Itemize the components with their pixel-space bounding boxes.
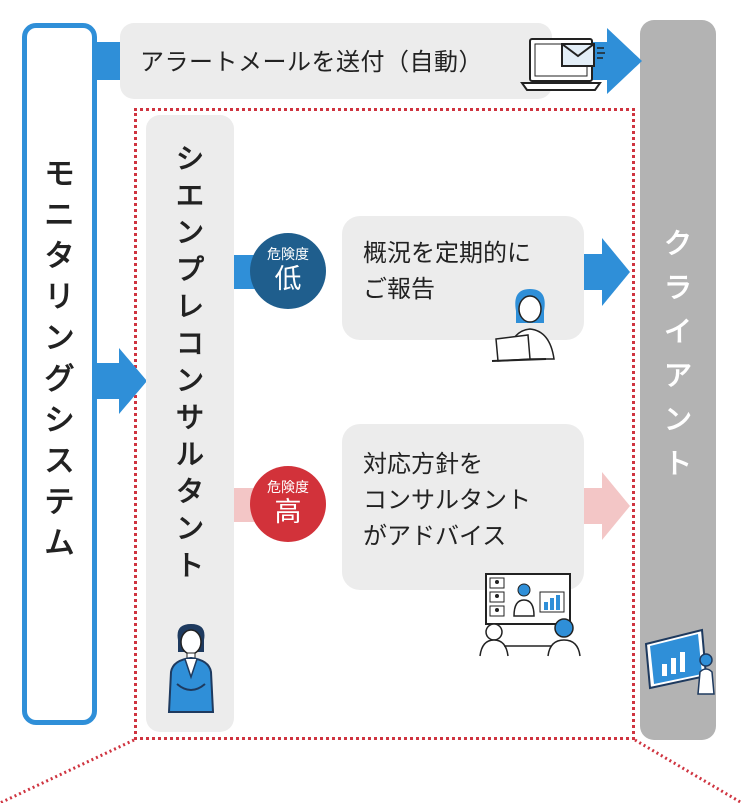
client-label-char: イ xyxy=(663,315,692,348)
consultant-label-char: ル xyxy=(175,438,204,471)
consultant-label-char: ン xyxy=(175,216,204,249)
presentation-icon xyxy=(644,628,715,695)
consultant-label-char: ン xyxy=(175,512,204,545)
monitor-to-consultant-arrow xyxy=(97,348,147,414)
high-risk-arrow-right xyxy=(584,472,630,540)
risk-high-prefix: 危険度 xyxy=(267,480,309,497)
high-risk-text: 対応方針を コンサルタント がアドバイス xyxy=(363,446,531,554)
low-risk-text: 概況を定期的に ご報告 xyxy=(363,235,531,307)
high-risk-line-2: コンサルタント xyxy=(363,486,531,514)
monitoring-system-label: モニタリングシステム xyxy=(22,160,97,559)
monitoring-system-box xyxy=(22,23,97,725)
client-column xyxy=(640,20,716,740)
alert-email-box xyxy=(120,23,552,99)
monitoring-system-label-char: テ xyxy=(44,485,75,520)
consultant-woman-icon xyxy=(167,624,215,713)
monitoring-system-label-char: ム xyxy=(44,526,75,561)
consultant-label-char: ン xyxy=(175,364,204,397)
consultant-label-char: エ xyxy=(175,179,204,212)
monitoring-system-label-char: モ xyxy=(44,157,75,192)
consultant-label-char: コ xyxy=(175,327,204,360)
consultant-label: シエンプレコンサルタント xyxy=(146,145,234,580)
monitoring-system-label-char: グ xyxy=(44,362,75,397)
low-risk-line-1: 概況を定期的に xyxy=(363,239,531,267)
risk-low-badge: 危険度 低 xyxy=(250,233,326,309)
client-label: クライアント xyxy=(640,230,716,478)
risk-low-level: 低 xyxy=(274,263,302,295)
risk-low-prefix: 危険度 xyxy=(267,247,309,264)
client-label-char: ク xyxy=(663,227,692,260)
consultant-label-char: シ xyxy=(175,142,204,175)
laptop-email-icon xyxy=(520,38,605,91)
alert-email-label: アラートメールを送付（自動） xyxy=(140,48,483,76)
client-label-char: ラ xyxy=(663,271,692,304)
monitoring-system-label-char: シ xyxy=(44,403,75,438)
consultant-label-char: タ xyxy=(175,475,204,508)
consulting-region xyxy=(134,108,635,740)
client-label-char: ア xyxy=(663,359,692,392)
video-meeting-icon xyxy=(479,573,581,657)
high-risk-line-1: 対応方針を xyxy=(363,450,483,478)
risk-high-badge: 危険度 高 xyxy=(250,466,326,542)
high-risk-line-3: がアドバイス xyxy=(363,522,507,550)
monitoring-system-label-char: リ xyxy=(44,280,75,315)
consultant-label-char: サ xyxy=(175,401,204,434)
low-risk-line-2: ご報告 xyxy=(363,275,435,303)
client-label-char: ン xyxy=(663,403,692,436)
client-label-char: ト xyxy=(663,447,692,480)
woman-laptop-icon xyxy=(491,289,555,362)
consultant-label-char: レ xyxy=(175,290,204,323)
monitoring-system-label-char: タ xyxy=(44,239,75,274)
monitoring-system-label-char: ニ xyxy=(44,198,75,233)
low-risk-arrow-right xyxy=(584,238,630,306)
monitoring-system-label-char: ス xyxy=(44,444,75,479)
high-risk-card xyxy=(342,424,584,590)
consultant-label-char: ト xyxy=(175,549,204,582)
monitoring-system-label-char: ン xyxy=(44,321,75,356)
consultant-label-char: プ xyxy=(175,253,204,286)
risk-high-level: 高 xyxy=(274,496,302,528)
